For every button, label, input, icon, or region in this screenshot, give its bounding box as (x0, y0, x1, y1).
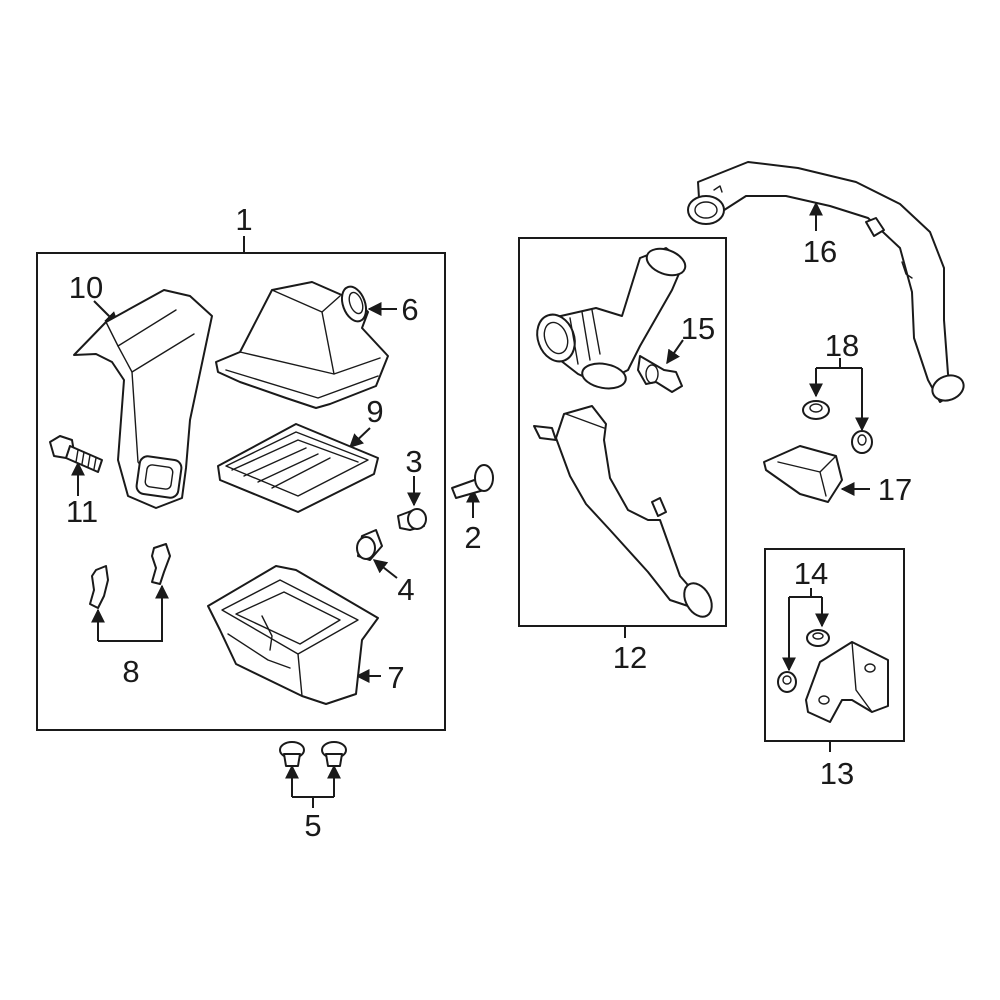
callout-16: 16 (803, 234, 837, 269)
part-13-bracket (805, 641, 889, 723)
part-14-grommets (777, 629, 830, 693)
callout-12: 12 (613, 640, 647, 675)
callout-3: 3 (405, 444, 422, 479)
callout-15: 15 (681, 311, 715, 346)
part-6-air-cleaner-cover (215, 281, 389, 409)
callout-8: 8 (122, 654, 139, 689)
assembly-box-1 (36, 252, 446, 731)
assembly-box-12 (518, 237, 727, 627)
part-5-nuts (279, 741, 347, 767)
callout-5: 5 (304, 808, 321, 843)
part-2-bolt (451, 464, 494, 499)
callout-1: 1 (235, 202, 252, 237)
callout-13: 13 (820, 756, 854, 791)
callout-18: 18 (825, 328, 859, 363)
part-3-screw (397, 508, 427, 531)
part-7-air-cleaner-lower-housing (207, 565, 379, 705)
part-8-clips (89, 543, 171, 609)
callout-17: 17 (878, 472, 912, 507)
callout-2: 2 (464, 520, 481, 555)
part-16-intake-hose (687, 161, 965, 403)
part-11-bolt (49, 435, 103, 473)
part-10-air-intake-duct (73, 289, 213, 509)
part-18-grommets (802, 400, 873, 454)
callout-labels: 1 2 3 4 5 6 7 8 9 10 11 12 13 14 15 16 1… (66, 202, 912, 843)
callout-11: 11 (66, 494, 98, 529)
part-15-sensor (637, 355, 683, 393)
assembly-box-13 (764, 548, 905, 742)
callout-6: 6 (401, 292, 418, 327)
callout-7: 7 (387, 660, 404, 695)
callout-14: 14 (794, 556, 828, 591)
part-12-outlet-tube (533, 247, 713, 618)
callout-9: 9 (366, 394, 383, 429)
leader-lines (71, 201, 870, 808)
callout-10: 10 (69, 270, 103, 305)
part-4-grommet (356, 529, 383, 561)
part-17-bracket (763, 445, 843, 503)
callout-4: 4 (397, 572, 414, 607)
part-9-air-filter (217, 423, 379, 513)
